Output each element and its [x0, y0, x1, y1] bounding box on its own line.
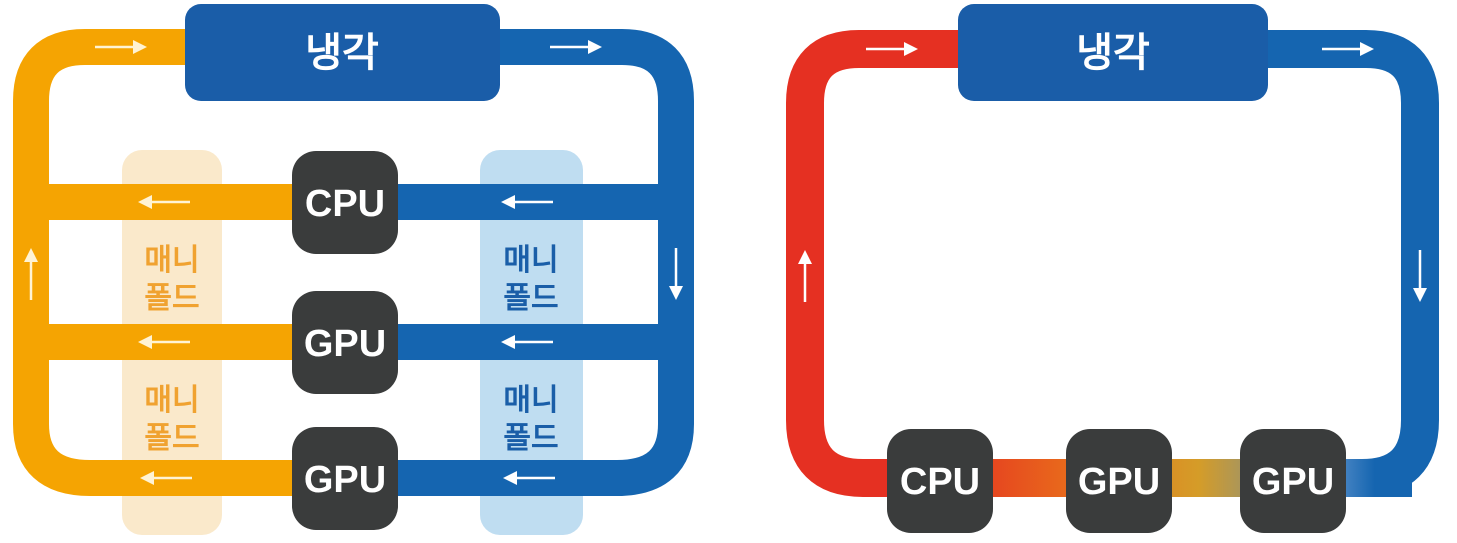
arrow-head — [501, 195, 515, 209]
manifold-label-cold-1-line2: 폴드 — [503, 282, 558, 315]
flow-arrow-row1-hot-left-icon — [138, 195, 190, 209]
flow-arrow-row3-cold-left-icon — [503, 471, 555, 485]
cooling-box-right: 냉각 — [958, 4, 1268, 101]
manifold-label-hot-2-line2: 폴드 — [144, 422, 199, 455]
arrow-head — [503, 471, 517, 485]
flow-arrow-top-cold-right-icon — [550, 40, 602, 54]
parallel-cooling-diagram: 매니 폴드 매니 폴드 매니 폴드 매니 폴드 — [13, 4, 694, 535]
cooling-box-right-label: 냉각 — [1076, 31, 1150, 75]
flow-arrow-blue-down-icon — [1413, 250, 1427, 302]
series-chip-gpu-1-body — [1066, 429, 1172, 533]
flow-arrow-right-down-icon — [669, 248, 683, 300]
chip-gpu-1: GPU — [292, 291, 398, 394]
arrow-head — [1413, 288, 1427, 302]
cooling-box-left-body — [185, 4, 500, 101]
manifold-label-hot-1-line1: 매니 — [144, 244, 199, 277]
series-cooling-diagram: CPU GPU GPU 냉각 — [786, 4, 1439, 533]
flow-arrow-top-red-right-icon — [866, 42, 918, 56]
arrow-head — [24, 248, 38, 262]
chip-gpu-2: GPU — [292, 427, 398, 530]
chip-gpu-2-label: GPU — [304, 459, 386, 501]
cooling-box-right-body — [958, 4, 1268, 101]
series-chip-gpu-1: GPU — [1066, 429, 1172, 533]
pipe-cold-outer-loop — [340, 29, 694, 496]
arrow-head — [138, 335, 152, 349]
arrow-head — [138, 195, 152, 209]
arrow-head — [140, 471, 154, 485]
flow-arrow-row2-hot-left-icon — [138, 335, 190, 349]
arrow-head — [798, 250, 812, 264]
flow-arrow-top-hot-right-icon — [95, 40, 147, 54]
arrow-head — [588, 40, 602, 54]
series-chip-gpu-2: GPU — [1240, 429, 1346, 533]
flow-arrow-row3-hot-left-icon — [140, 471, 192, 485]
manifold-label-hot-2-line1: 매니 — [144, 384, 199, 417]
cooling-box-left-label: 냉각 — [305, 31, 379, 75]
arrow-head — [1360, 42, 1374, 56]
pipe-hot-outer-loop — [13, 29, 350, 496]
arrow-head — [501, 335, 515, 349]
manifold-label-hot-1-line2: 폴드 — [144, 282, 199, 315]
flow-arrow-top-blue-right-icon — [1322, 42, 1374, 56]
series-chip-gpu-2-body — [1240, 429, 1346, 533]
manifold-label-cold-2-line2: 폴드 — [503, 422, 558, 455]
chip-cpu-body — [292, 151, 398, 254]
arrow-head — [133, 40, 147, 54]
flow-arrow-row1-cold-left-icon — [501, 195, 553, 209]
arrow-head — [669, 286, 683, 300]
series-chip-cpu-body — [887, 429, 993, 533]
chip-gpu-2-body — [292, 427, 398, 530]
series-chip-cpu-label: CPU — [900, 461, 980, 503]
arrow-head — [904, 42, 918, 56]
manifold-label-cold-1-line1: 매니 — [503, 244, 558, 277]
chip-gpu-1-label: GPU — [304, 323, 386, 365]
series-chip-gpu-1-label: GPU — [1078, 461, 1160, 503]
pipe-blue-loop — [1264, 30, 1439, 497]
flow-arrow-left-up-icon — [24, 248, 38, 300]
cooling-box-left: 냉각 — [185, 4, 500, 101]
chip-cpu: CPU — [292, 151, 398, 254]
chip-gpu-1-body — [292, 291, 398, 394]
flow-arrow-red-up-icon — [798, 250, 812, 302]
manifold-label-cold-2-line1: 매니 — [503, 384, 558, 417]
series-chip-gpu-2-label: GPU — [1252, 461, 1334, 503]
flow-arrow-row2-cold-left-icon — [501, 335, 553, 349]
chip-cpu-label: CPU — [305, 183, 385, 225]
series-chip-cpu: CPU — [887, 429, 993, 533]
pipe-red-loop — [786, 30, 962, 497]
